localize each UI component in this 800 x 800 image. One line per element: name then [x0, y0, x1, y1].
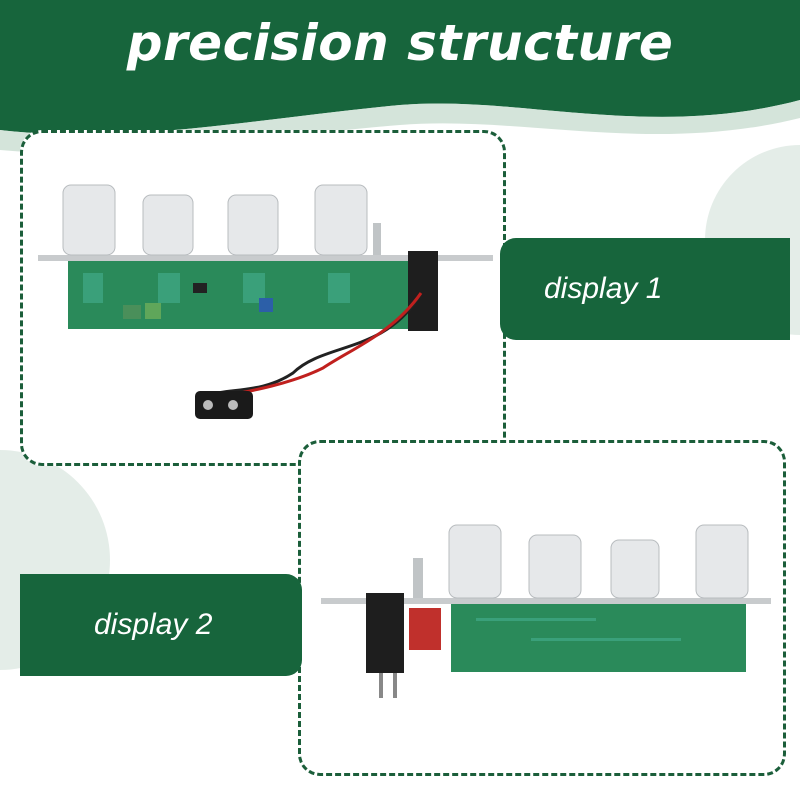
display-2-label: display 2: [20, 574, 302, 676]
product-photo-1: [38, 184, 493, 419]
product-photo-2: [321, 524, 771, 698]
display-1-label: display 1: [500, 238, 790, 340]
product-photo-panel-2: [298, 440, 786, 776]
page-headline: precision structure: [126, 14, 674, 72]
product-photo-panel-1: [20, 130, 506, 466]
